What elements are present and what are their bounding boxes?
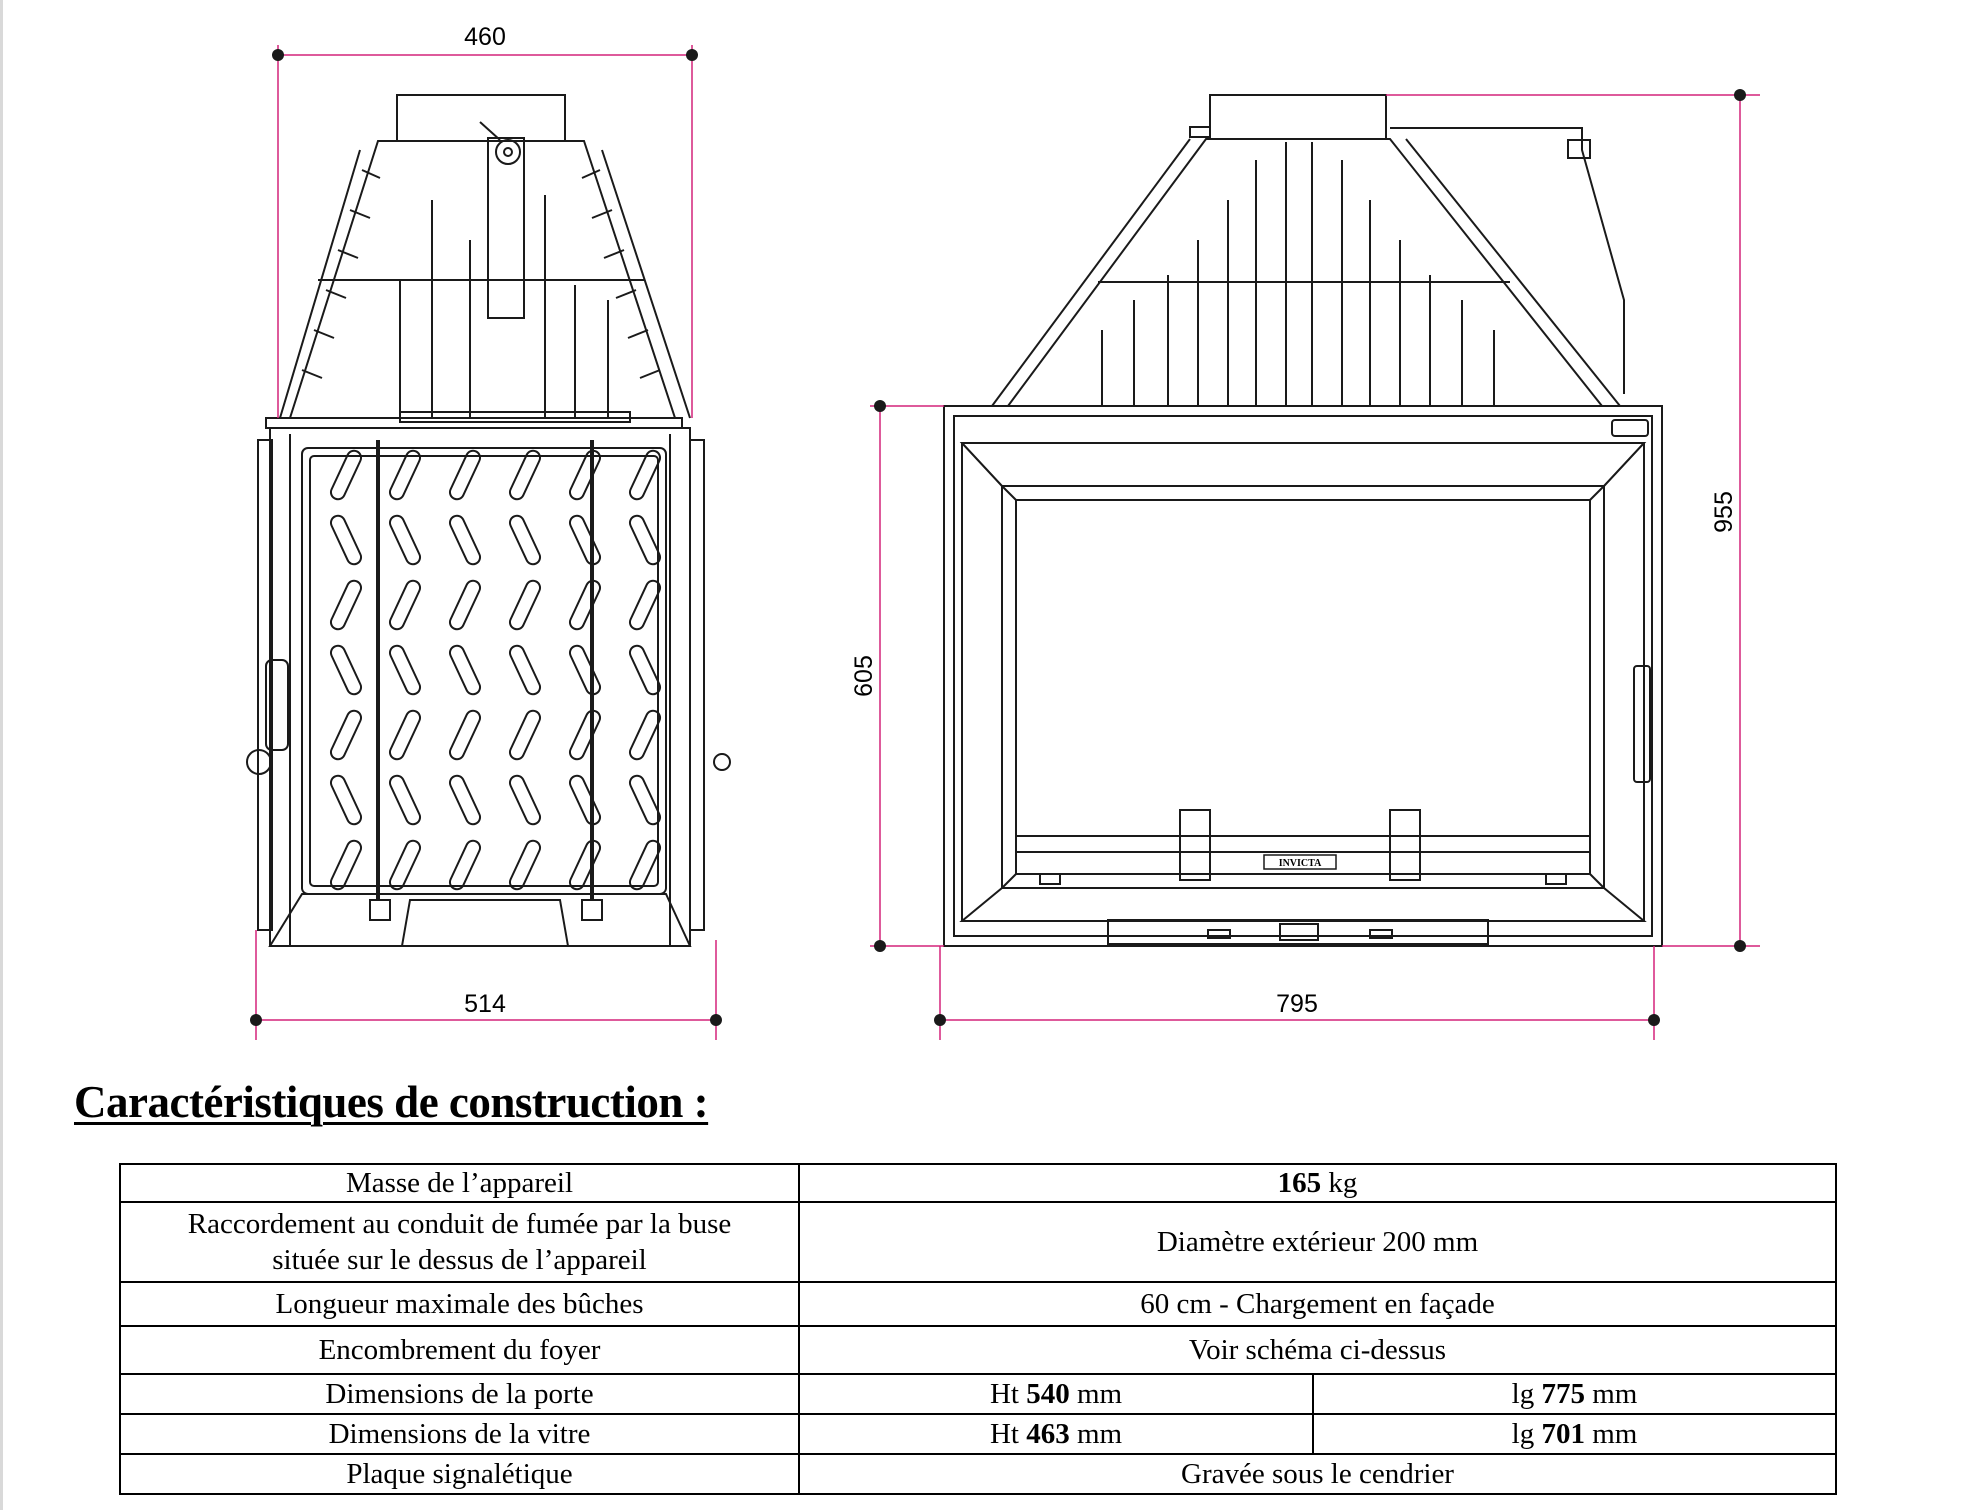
spec-value: Voir schéma ci-dessus xyxy=(798,1325,1837,1375)
spec-label: Masse de l’appareil xyxy=(119,1163,800,1203)
brand-logo: INVICTA xyxy=(1279,858,1322,869)
vent-slot xyxy=(568,579,602,631)
dim-front-width: 795 xyxy=(1276,990,1318,1018)
vent-slot xyxy=(628,839,662,891)
vent-slot xyxy=(329,774,363,826)
vent-slot xyxy=(448,644,482,696)
vent-slot xyxy=(388,774,422,826)
spec-label: Dimensions de la porte xyxy=(119,1373,800,1415)
vent-slot xyxy=(628,644,662,696)
vent-slot xyxy=(508,839,542,891)
vent-slot xyxy=(388,514,422,566)
vent-slot xyxy=(508,774,542,826)
brand-plate xyxy=(1263,854,1337,870)
vent-slot xyxy=(329,579,363,631)
vent-slot xyxy=(568,514,602,566)
dim-total-height: 955 xyxy=(1710,491,1738,533)
table-row: Dimensions de la porte Ht 540 mm lg 775 … xyxy=(119,1373,1837,1415)
dim-body-height: 605 xyxy=(850,655,878,697)
table-row: Encombrement du foyer Voir schéma ci-des… xyxy=(119,1325,1837,1375)
vent-slot xyxy=(508,579,542,631)
dimension-markers xyxy=(250,49,1746,1026)
vent-slot xyxy=(329,449,363,501)
spec-label: Dimensions de la vitre xyxy=(119,1413,800,1455)
vent-slot xyxy=(628,709,662,761)
vent-slot xyxy=(388,449,422,501)
vent-slot xyxy=(508,709,542,761)
vent-slot xyxy=(388,839,422,891)
dim-side-width: 514 xyxy=(464,990,506,1018)
spec-value-height: Ht 540 mm xyxy=(798,1373,1314,1415)
table-row: Longueur maximale des bûches 60 cm - Cha… xyxy=(119,1281,1837,1327)
front-view xyxy=(943,94,1663,947)
vent-slot xyxy=(448,579,482,631)
vent-slot xyxy=(508,644,542,696)
spec-value-height: Ht 463 mm xyxy=(798,1413,1314,1455)
side-view xyxy=(246,94,731,947)
side-view-vents xyxy=(329,449,662,891)
vent-slot xyxy=(388,644,422,696)
spec-value: Gravée sous le cendrier xyxy=(798,1453,1837,1495)
vent-slot xyxy=(329,514,363,566)
table-row: Masse de l’appareil 165 kg xyxy=(119,1163,1837,1203)
spec-value: Diamètre extérieur 200 mm xyxy=(798,1201,1837,1283)
vent-slot xyxy=(388,579,422,631)
vent-slot xyxy=(568,644,602,696)
vent-slot xyxy=(448,449,482,501)
vent-slot xyxy=(448,514,482,566)
vent-slot xyxy=(568,774,602,826)
spec-label: Longueur maximale des bûches xyxy=(119,1281,800,1327)
vent-slot xyxy=(448,839,482,891)
dimension-lines xyxy=(255,45,1760,1040)
vent-slot xyxy=(628,774,662,826)
vent-slot xyxy=(388,709,422,761)
spec-label: Plaque signalétique xyxy=(119,1453,800,1495)
specs-table: Masse de l’appareil 165 kg Raccordement … xyxy=(119,1163,1837,1495)
spec-value-width: lg 775 mm xyxy=(1312,1373,1837,1415)
page-edge xyxy=(0,0,3,1510)
vent-slot xyxy=(628,514,662,566)
vent-slot xyxy=(448,709,482,761)
vent-slot xyxy=(329,709,363,761)
vent-slot xyxy=(568,709,602,761)
vent-slot xyxy=(628,449,662,501)
vent-slot xyxy=(508,449,542,501)
dim-top-width: 460 xyxy=(464,23,506,51)
section-heading: Caractéristiques de construction : xyxy=(74,1077,709,1127)
spec-value: 165 kg xyxy=(798,1163,1837,1203)
table-row: Plaque signalétique Gravée sous le cendr… xyxy=(119,1453,1837,1495)
technical-drawing: INVICTA 460 514 795 605 955 xyxy=(246,23,1760,1040)
spec-label: Raccordement au conduit de fumée par la … xyxy=(119,1201,800,1283)
vent-slot xyxy=(628,579,662,631)
vent-slot xyxy=(568,839,602,891)
vent-slot xyxy=(508,514,542,566)
table-row: Raccordement au conduit de fumée par la … xyxy=(119,1201,1837,1283)
vent-slot xyxy=(448,774,482,826)
vent-slot xyxy=(329,644,363,696)
spec-label: Encombrement du foyer xyxy=(119,1325,800,1375)
spec-value-width: lg 701 mm xyxy=(1312,1413,1837,1455)
vent-slot xyxy=(568,449,602,501)
vent-slot xyxy=(329,839,363,891)
table-row: Dimensions de la vitre Ht 463 mm lg 701 … xyxy=(119,1413,1837,1455)
spec-value: 60 cm - Chargement en façade xyxy=(798,1281,1837,1327)
